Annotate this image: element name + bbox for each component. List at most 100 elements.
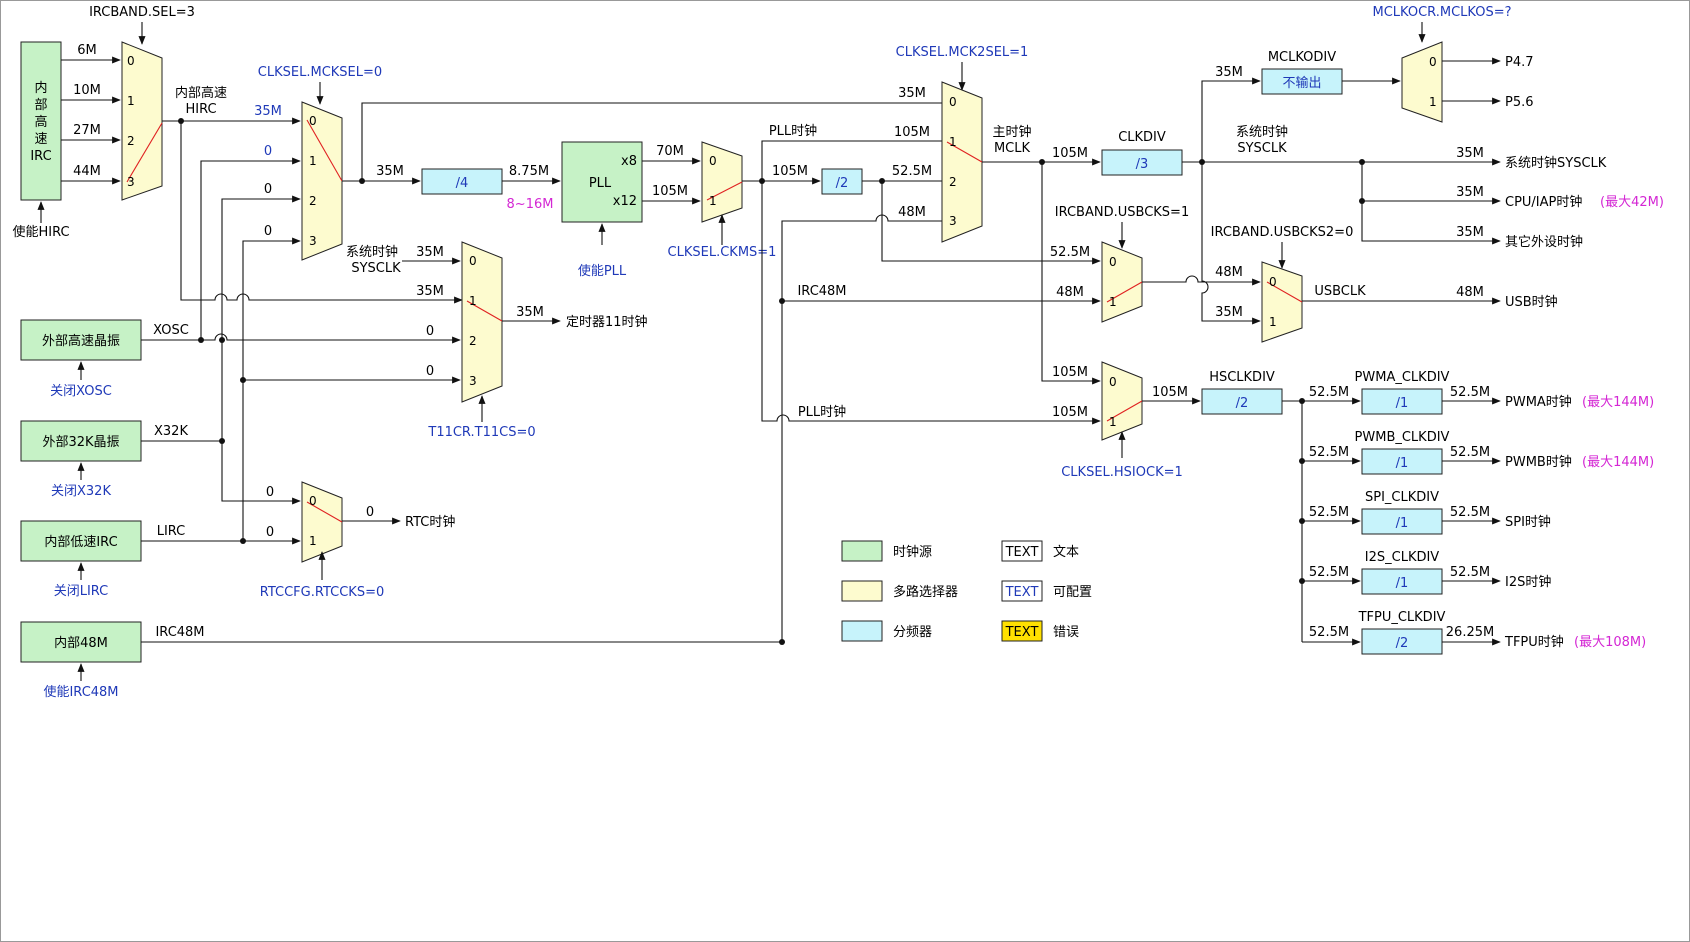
- out-pwma-max: (最大144M): [1582, 395, 1654, 410]
- svg-text:6M: 6M: [77, 43, 97, 58]
- source-xosc-label: 外部高速晶振: [42, 333, 120, 349]
- svg-text:10M: 10M: [73, 83, 101, 98]
- enable-lirc: 关闭LIRC: [54, 584, 109, 599]
- name-tfpu: TFPU_CLKDIV: [1358, 610, 1446, 625]
- svg-text:0: 0: [469, 254, 477, 268]
- divider-pwma: /1: [1361, 388, 1443, 415]
- mux-mcksel: 0 1 2 3: [301, 101, 343, 261]
- svg-text:35M: 35M: [516, 305, 544, 320]
- svg-text:35M: 35M: [1456, 146, 1484, 161]
- svg-text:/2: /2: [1396, 636, 1409, 651]
- svg-text:52.5M: 52.5M: [1309, 565, 1349, 580]
- svg-text:35M: 35M: [1215, 65, 1243, 80]
- svg-text:3: 3: [309, 234, 317, 248]
- svg-text:/3: /3: [1136, 157, 1149, 172]
- svg-text:52.5M: 52.5M: [1309, 625, 1349, 640]
- svg-text:3: 3: [127, 175, 135, 189]
- svg-text:不输出: 不输出: [1282, 75, 1321, 91]
- out-spi: SPI时钟: [1505, 514, 1551, 530]
- ctrl-clksel-mck2sel: CLKSEL.MCK2SEL=1: [896, 45, 1029, 60]
- svg-text:44M: 44M: [73, 164, 101, 179]
- svg-text:SYSCLK: SYSCLK: [351, 261, 401, 276]
- svg-text:2: 2: [949, 175, 957, 189]
- ctrl-ircband-usbcks2: IRCBAND.USBCKS2=0: [1211, 225, 1354, 240]
- svg-text:105M: 105M: [772, 164, 808, 179]
- svg-text:0: 0: [264, 182, 272, 197]
- mux-ckms: 0 1: [701, 141, 743, 223]
- enable-x32k: 关闭X32K: [51, 484, 111, 499]
- out-timer11: 定时器11时钟: [566, 314, 648, 330]
- svg-text:1: 1: [1109, 415, 1117, 429]
- mux-mck2sel: 0 1 2 3: [941, 81, 983, 243]
- svg-text:1: 1: [309, 534, 317, 548]
- ctrl-clksel-mcksel: CLKSEL.MCKSEL=0: [258, 65, 382, 80]
- svg-text:52.5M: 52.5M: [892, 164, 932, 179]
- signal-mclk: 主时钟: [992, 124, 1031, 140]
- svg-text:52.5M: 52.5M: [1450, 445, 1490, 460]
- mux-mclkos: 0 1: [1401, 41, 1443, 123]
- ctrl-ircband-sel: IRCBAND.SEL=3: [89, 5, 195, 20]
- signal-xosc: XOSC: [153, 323, 189, 338]
- svg-text:0: 0: [1109, 255, 1117, 269]
- legend-mux: 多路选择器: [893, 584, 958, 600]
- svg-text:8.75M: 8.75M: [509, 164, 549, 179]
- divider-mclkodiv: 不输出: [1261, 68, 1343, 95]
- svg-text:3: 3: [469, 374, 477, 388]
- svg-text:0: 0: [127, 54, 135, 68]
- legend-text: 文本: [1053, 545, 1079, 560]
- svg-text:/1: /1: [1396, 456, 1409, 471]
- svg-text:PLL时钟: PLL时钟: [769, 123, 817, 139]
- out-cpu: CPU/IAP时钟: [1505, 194, 1582, 210]
- svg-text:35M: 35M: [254, 104, 282, 119]
- svg-text:PLL时钟: PLL时钟: [798, 404, 846, 420]
- ctrl-mclkocr: MCLKOCR.MCLKOS=?: [1373, 5, 1512, 20]
- svg-text:1: 1: [309, 154, 317, 168]
- source-lirc-label: 内部低速IRC: [44, 534, 117, 550]
- enable-irc48m: 使能IRC48M: [43, 684, 118, 700]
- pll-range: 8~16M: [507, 197, 554, 212]
- svg-text:35M: 35M: [416, 245, 444, 260]
- svg-text:0: 0: [309, 494, 317, 508]
- svg-text:2: 2: [309, 194, 317, 208]
- svg-text:高: 高: [34, 114, 47, 130]
- source-pll: PLL x8 x12: [561, 141, 643, 223]
- svg-text:48M: 48M: [1056, 285, 1084, 300]
- svg-text:52.5M: 52.5M: [1450, 505, 1490, 520]
- svg-text:0: 0: [366, 505, 374, 520]
- signal-usbclk: USBCLK: [1314, 284, 1366, 299]
- out-p47: P4.7: [1505, 55, 1534, 70]
- svg-text:35M: 35M: [898, 86, 926, 101]
- svg-text:48M: 48M: [1456, 285, 1484, 300]
- svg-text:0: 0: [266, 485, 274, 500]
- svg-text:0: 0: [309, 114, 317, 128]
- svg-text:IRC48M: IRC48M: [797, 284, 846, 299]
- out-pwma: PWMA时钟: [1505, 394, 1572, 410]
- svg-text:105M: 105M: [1052, 365, 1088, 380]
- out-other: 其它外设时钟: [1505, 234, 1583, 250]
- out-tfpu-max: (最大108M): [1574, 635, 1646, 650]
- svg-text:/2: /2: [836, 176, 849, 191]
- svg-text:105M: 105M: [894, 125, 930, 140]
- svg-text:0: 0: [1269, 275, 1277, 289]
- svg-text:2: 2: [469, 334, 477, 348]
- ctrl-rtccfg: RTCCFG.RTCCKS=0: [260, 585, 384, 600]
- legend-swatch-mux: [841, 580, 883, 602]
- divider-hsclkdiv: /2: [1201, 388, 1283, 415]
- legend-error: 错误: [1053, 625, 1079, 640]
- mux-usbcks: 0 1: [1101, 241, 1143, 323]
- out-cpu-max: (最大42M): [1600, 195, 1664, 210]
- out-usb: USB时钟: [1505, 294, 1558, 310]
- source-x32k: 外部32K晶振: [20, 420, 142, 462]
- svg-text:0: 0: [949, 95, 957, 109]
- legend-swatch-divider: [841, 620, 883, 642]
- legend-swatch-source: [841, 540, 883, 562]
- legend-configurable: 可配置: [1053, 585, 1092, 600]
- svg-text:/1: /1: [1396, 576, 1409, 591]
- svg-text:26.25M: 26.25M: [1446, 625, 1494, 640]
- enable-hirc: 使能HIRC: [12, 224, 69, 240]
- svg-text:0: 0: [709, 154, 717, 168]
- name-clkdiv: CLKDIV: [1118, 130, 1166, 145]
- name-spi: SPI_CLKDIV: [1365, 490, 1439, 505]
- source-x32k-label: 外部32K晶振: [42, 435, 119, 450]
- source-xosc: 外部高速晶振: [20, 319, 142, 361]
